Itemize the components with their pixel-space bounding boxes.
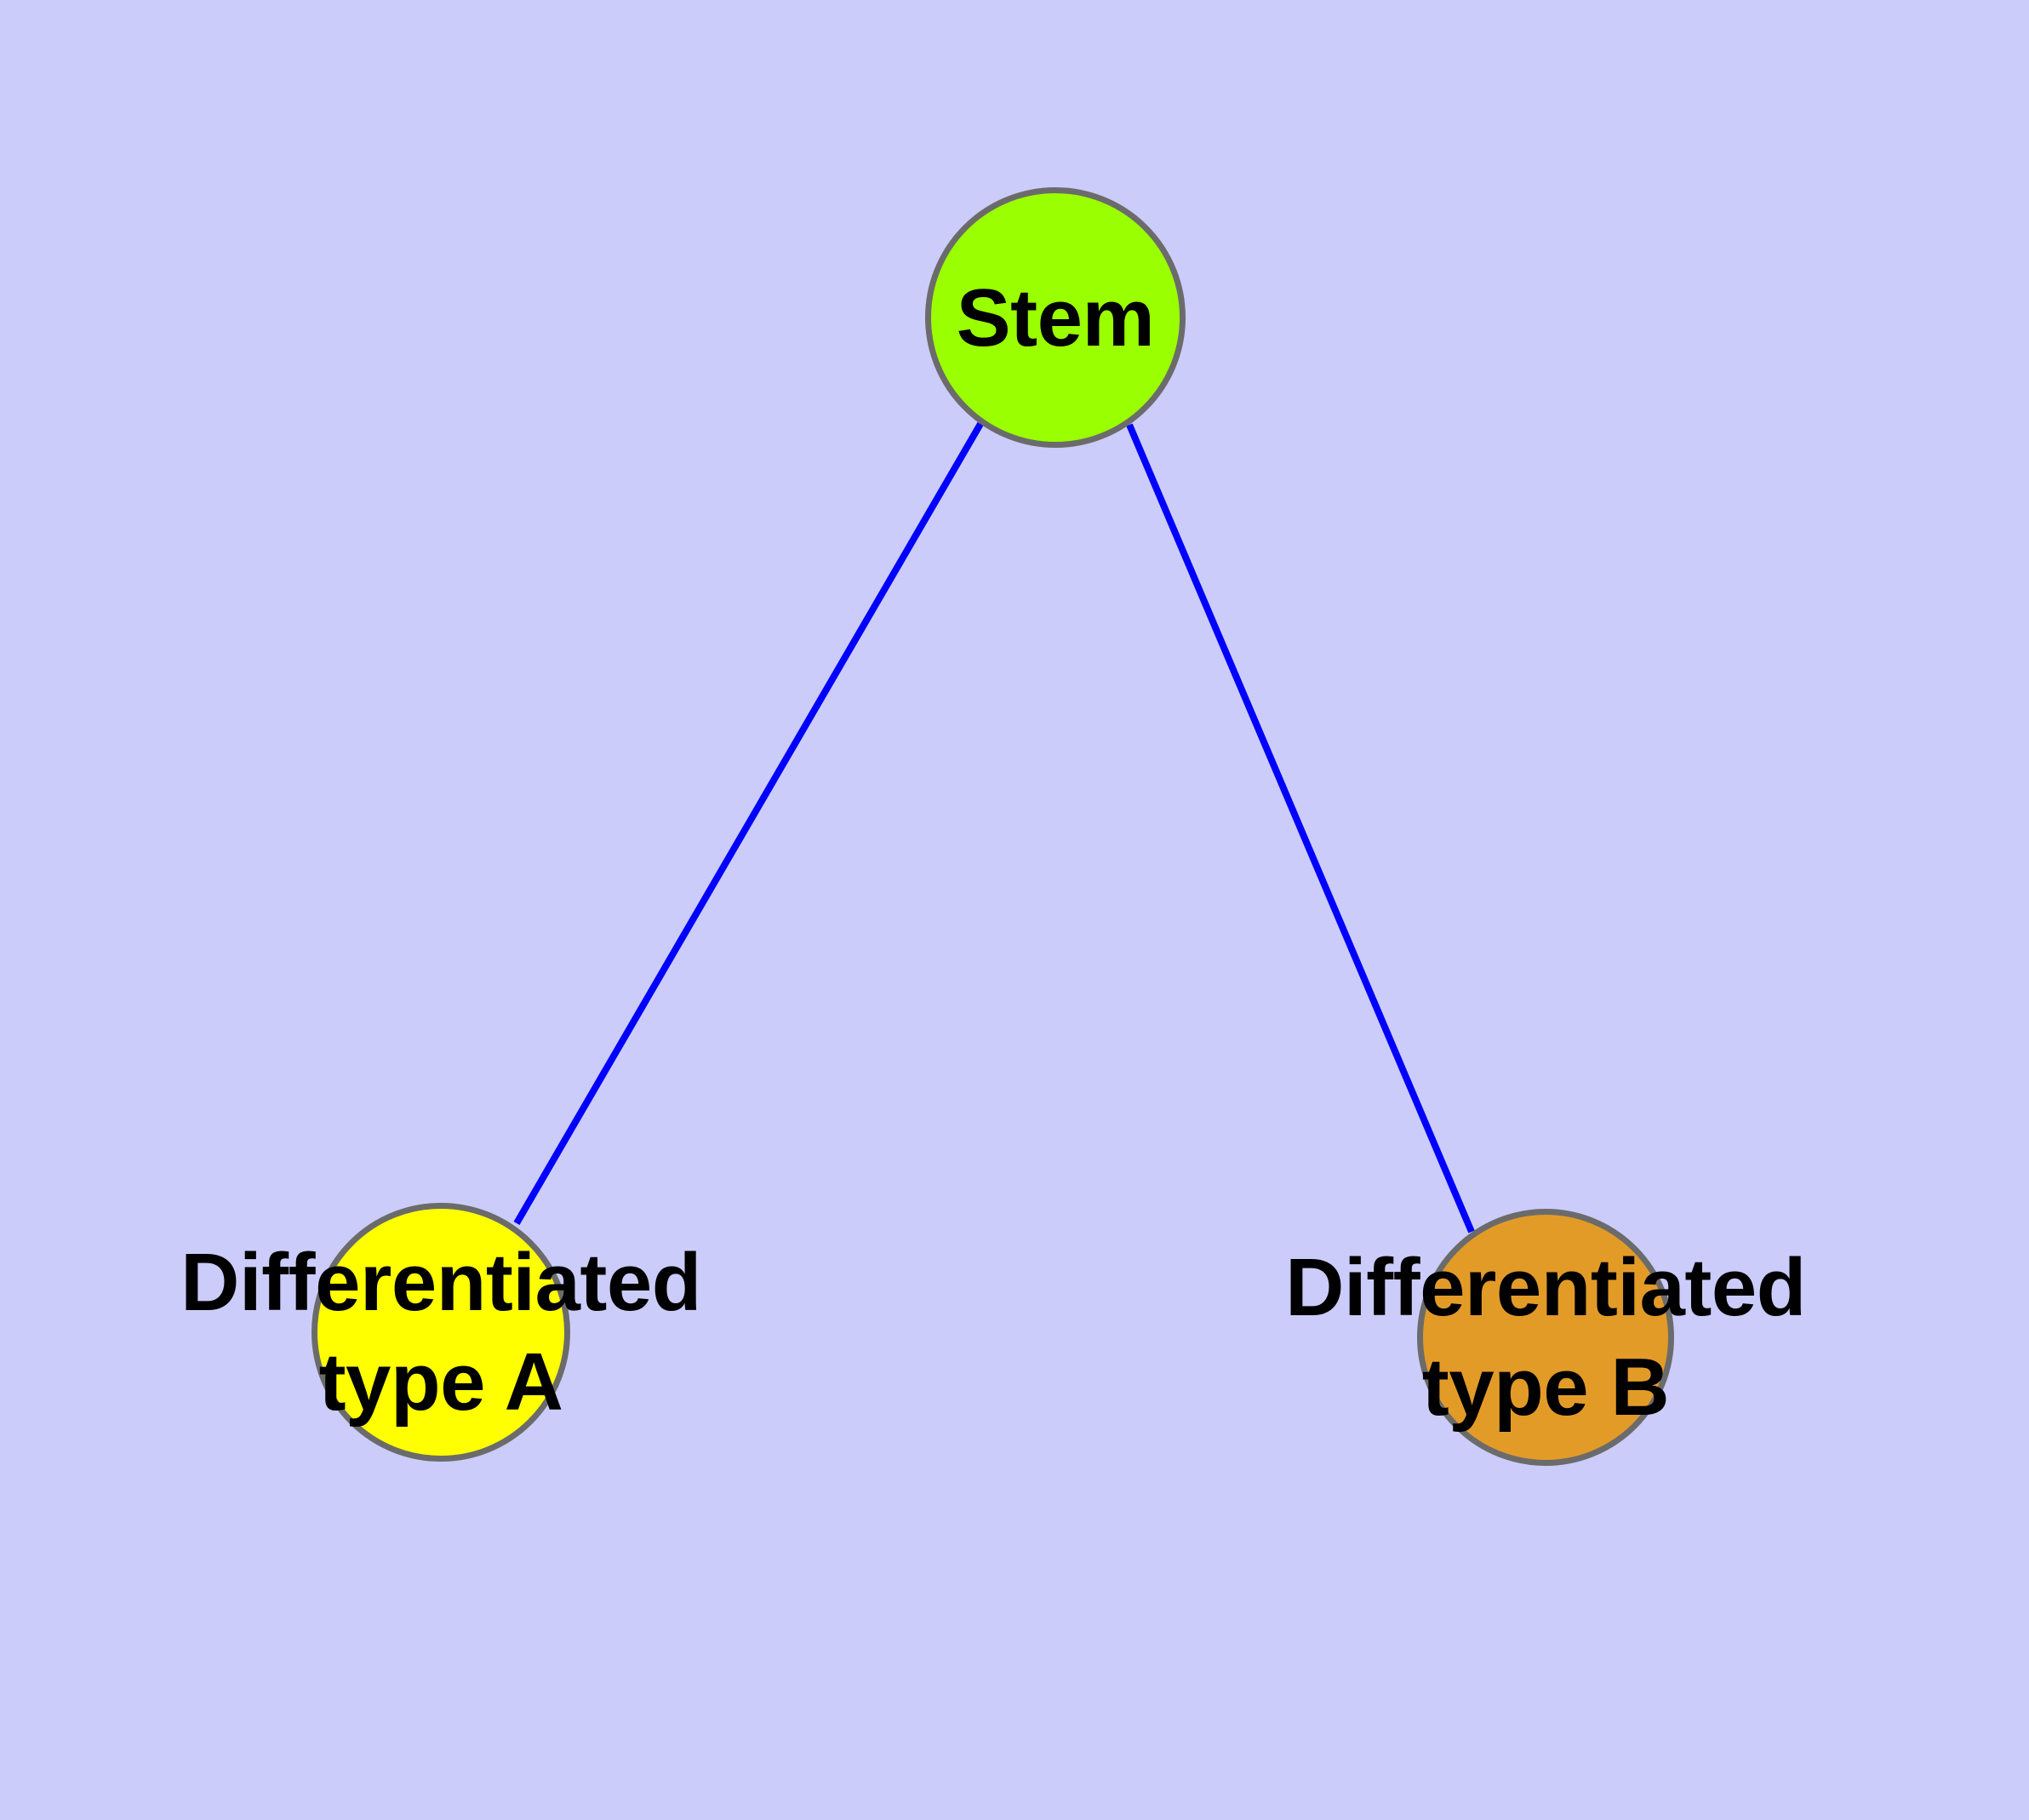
edge-stem-to-differentiated-type-a [513,421,984,1226]
node-differentiated-type-b[interactable] [1417,1209,1674,1466]
node-differentiated-type-a[interactable] [311,1203,570,1462]
edge-stem-to-differentiated-type-b [1126,423,1475,1233]
node-stem[interactable] [925,187,1186,448]
